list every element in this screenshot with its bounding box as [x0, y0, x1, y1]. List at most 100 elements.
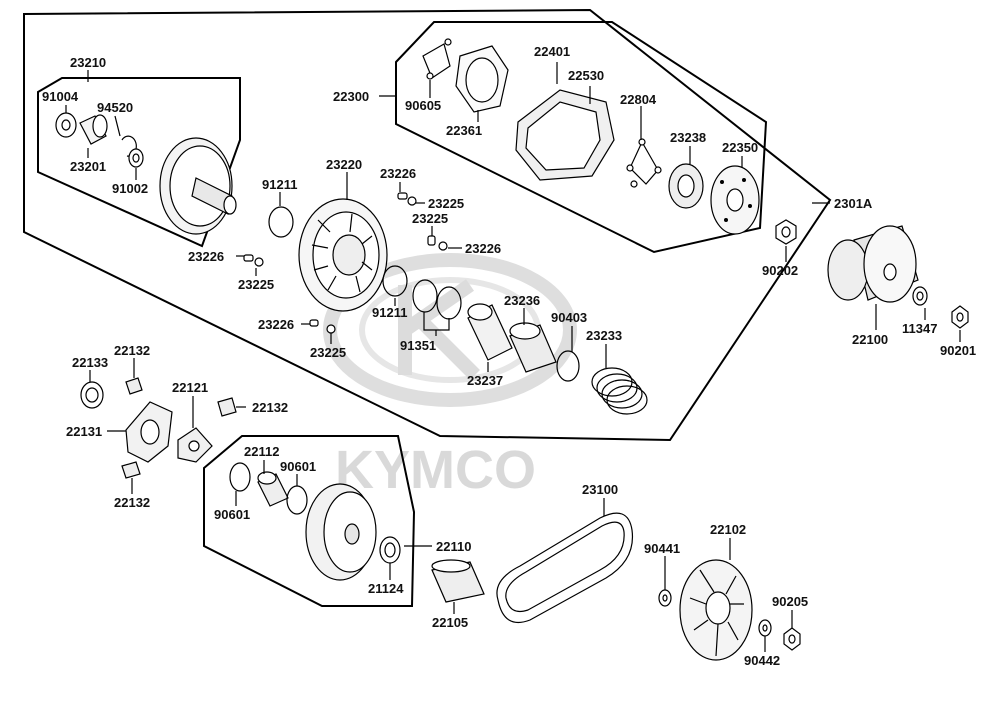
- slide-piece-22121: [177, 427, 213, 463]
- label-90441: 90441: [644, 541, 680, 556]
- drive-belt-23100: [496, 512, 634, 624]
- spring-23233: [591, 367, 648, 415]
- washer-91002: [128, 148, 144, 168]
- collar-22105: [431, 559, 485, 603]
- label-91004: 91004: [42, 89, 79, 104]
- bolt-23225-a: [407, 196, 417, 206]
- label-90601-right: 90601: [280, 459, 316, 474]
- label-90601-left: 90601: [214, 507, 250, 522]
- washer-90442: [758, 619, 772, 637]
- label-90403: 90403: [551, 310, 587, 325]
- label-22804: 22804: [620, 92, 657, 107]
- leader-lines: [65, 62, 961, 652]
- label-91211-upper: 91211: [262, 177, 297, 192]
- label-22300: 22300: [333, 89, 369, 104]
- label-22350: 22350: [722, 140, 758, 155]
- label-23225-c: 23225: [238, 277, 274, 292]
- spring-set-22804: [626, 138, 662, 188]
- fan-22102: [679, 559, 753, 661]
- label-94520: 94520: [97, 100, 133, 115]
- assembly-box-22300: [395, 21, 768, 254]
- part-labels: 23210 91004 94520 23201 91002 22300 9060…: [42, 44, 976, 668]
- label-90205: 90205: [772, 594, 808, 609]
- nut-90202: [775, 219, 797, 245]
- label-23226-d: 23226: [258, 317, 294, 332]
- label-22131: 22131: [66, 424, 102, 439]
- label-23225-a: 23225: [428, 196, 464, 211]
- sleeve-23236: [509, 322, 557, 373]
- guide-collar-23237: [467, 303, 513, 361]
- o-ring-90601-left: [229, 462, 251, 492]
- sleeve-22112: [257, 471, 289, 507]
- label-23225-d: 23225: [310, 345, 346, 360]
- kymco-watermark: KYMCO: [323, 253, 577, 500]
- slider-22132-b: [217, 397, 237, 417]
- label-23237: 23237: [467, 373, 503, 388]
- nut-90201: [951, 305, 969, 329]
- slider-22132-c: [121, 461, 141, 479]
- pin-23226-a: [397, 192, 408, 200]
- label-90442: 90442: [744, 653, 780, 668]
- label-23210: 23210: [70, 55, 106, 70]
- label-22530: 22530: [568, 68, 604, 83]
- bearing-91004: [55, 112, 77, 138]
- o-ring-90601-right: [286, 485, 308, 515]
- label-91211-lower: 91211: [372, 305, 407, 320]
- pin-23226-b: [438, 241, 448, 251]
- label-22121: 22121: [172, 380, 208, 395]
- bolt-23225-c: [254, 257, 264, 267]
- nut-90205: [783, 627, 801, 651]
- label-22100: 22100: [852, 332, 888, 347]
- label-22132-a: 22132: [114, 343, 150, 358]
- driven-face-22110: [305, 483, 377, 581]
- washer-11347: [912, 286, 928, 306]
- spring-clip-90605: [422, 38, 452, 80]
- clutch-shoes-22530: [515, 89, 615, 181]
- label-23226-b: 23226: [465, 241, 501, 256]
- collar-23201: [79, 114, 108, 145]
- label-23201: 23201: [70, 159, 106, 174]
- label-23226-c: 23226: [188, 249, 224, 264]
- o-ring-91211-lower: [382, 265, 408, 297]
- gasket-22361: [455, 45, 509, 113]
- label-22401: 22401: [534, 44, 570, 59]
- label-21124: 21124: [368, 581, 404, 596]
- drive-face-23210: [159, 137, 237, 235]
- label-22132-c: 22132: [114, 495, 150, 510]
- bearing-23238: [668, 163, 704, 209]
- slider-22132-a: [125, 377, 143, 395]
- watermark-brand: KYMCO: [335, 440, 536, 500]
- label-22102: 22102: [710, 522, 746, 537]
- clutch-carrier-23220: [298, 198, 388, 312]
- collar-22133: [80, 381, 104, 409]
- ramp-plate-22131: [125, 401, 173, 463]
- label-90202: 90202: [762, 263, 798, 278]
- label-91002: 91002: [112, 181, 148, 196]
- pin-23226-c: [243, 254, 254, 262]
- bolt-23225-b: [427, 235, 436, 246]
- bolt-23225-d: [326, 324, 336, 334]
- label-23236: 23236: [504, 293, 540, 308]
- label-22110: 22110: [436, 539, 471, 554]
- label-22105: 22105: [432, 615, 468, 630]
- label-23238: 23238: [670, 130, 706, 145]
- label-23100: 23100: [582, 482, 618, 497]
- assembly-box-22110: [203, 435, 416, 607]
- o-ring-91211-upper: [268, 206, 294, 238]
- label-22132-b: 22132: [252, 400, 288, 415]
- label-23233: 23233: [586, 328, 622, 343]
- clutch-plate-22350: [710, 165, 760, 235]
- assembly-box-23210: [37, 77, 241, 248]
- label-22133: 22133: [72, 355, 108, 370]
- washer-21124: [379, 536, 401, 564]
- clutch-bell-22100: [827, 225, 919, 303]
- label-22361: 22361: [446, 123, 482, 138]
- label-2301a: 2301A: [834, 196, 873, 211]
- label-22112: 22112: [244, 444, 279, 459]
- assembly-box-2301a: [23, 8, 832, 442]
- label-23226-a: 23226: [380, 166, 416, 181]
- label-11347: 11347: [902, 321, 937, 336]
- pin-23226-d: [309, 319, 319, 327]
